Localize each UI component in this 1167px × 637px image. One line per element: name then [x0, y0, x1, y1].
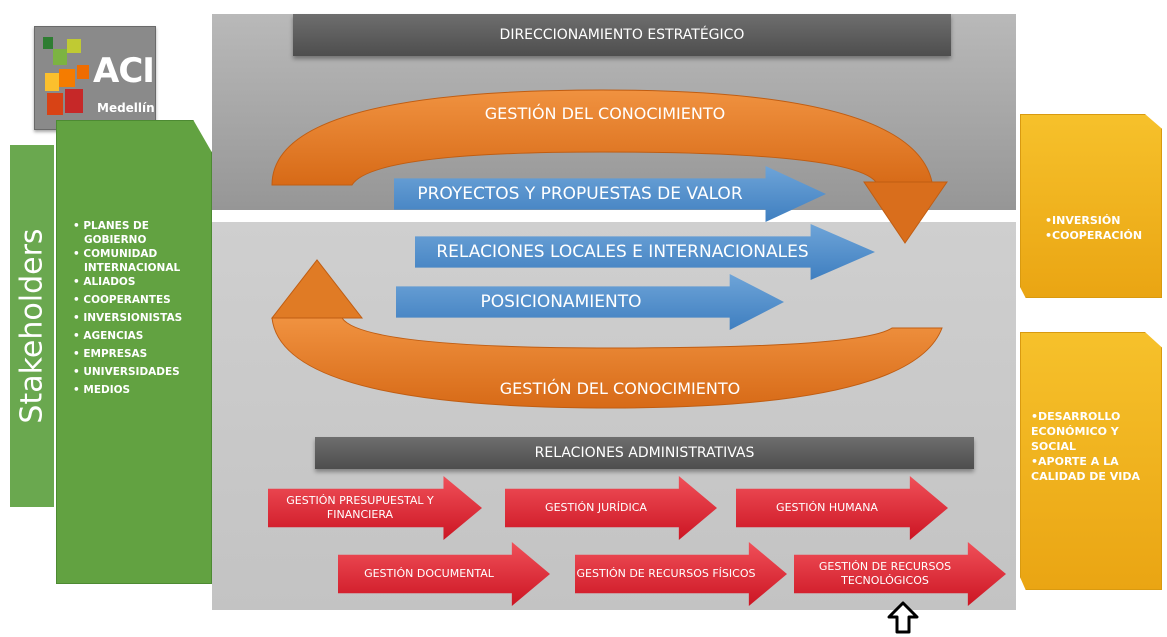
- development-item: ECONÓMICO Y: [1031, 425, 1119, 438]
- stakeholder-item: • ALIADOS: [73, 276, 136, 288]
- relaciones-administrativas-bar: RELACIONES ADMINISTRATIVAS: [315, 437, 974, 469]
- stakeholder-item: • AGENCIAS: [73, 330, 144, 342]
- development-item: •DESARROLLO: [1031, 410, 1121, 423]
- gestion-conocimiento-bottom: GESTIÓN DEL CONOCIMIENTO: [499, 379, 741, 398]
- stakeholder-item: • INVERSIONISTAS: [73, 312, 183, 324]
- stakeholder-item: • UNIVERSIDADES: [73, 366, 180, 378]
- knowledge-cycle: [270, 89, 948, 409]
- top-arc: [271, 89, 933, 186]
- stakeholders-bar: Stakeholders: [10, 145, 54, 507]
- top-arc-arrowhead: [863, 181, 948, 244]
- bottom-arc: [271, 317, 943, 409]
- direccionamiento-estrategico-bar: DIRECCIONAMIENTO ESTRATÉGICO: [293, 14, 951, 56]
- investment-item: •INVERSIÓN: [1045, 214, 1121, 227]
- logo-text: ACI: [93, 51, 155, 91]
- development-item: SOCIAL: [1031, 440, 1076, 453]
- development-item: •APORTE A LA: [1031, 455, 1119, 468]
- stakeholder-item: • PLANES DE GOBIERNO: [73, 220, 149, 246]
- investment-list: •INVERSIÓN •COOPERACIÓN: [1045, 213, 1142, 243]
- stakeholder-item: • COMUNIDAD INTERNACIONAL: [73, 248, 181, 274]
- up-arrow-icon: [887, 601, 919, 634]
- logo-mark-icon: [43, 37, 89, 115]
- stakeholders-panel: • PLANES DE GOBIERNO • COMUNIDAD INTERNA…: [56, 120, 212, 584]
- development-item: CALIDAD DE VIDA: [1031, 470, 1141, 483]
- gestion-conocimiento-top: GESTIÓN DEL CONOCIMIENTO: [484, 104, 726, 123]
- investment-panel: •INVERSIÓN •COOPERACIÓN: [1020, 114, 1162, 298]
- stakeholder-item: • EMPRESAS: [73, 348, 148, 360]
- aci-logo: ACI Medellín: [34, 26, 156, 130]
- bottom-arc-arrowhead: [270, 259, 364, 319]
- stakeholders-list: • PLANES DE GOBIERNO • COMUNIDAD INTERNA…: [73, 219, 182, 401]
- stakeholders-title: Stakeholders: [14, 228, 50, 424]
- stakeholder-item: • COOPERANTES: [73, 294, 171, 306]
- development-panel: •DESARROLLO ECONÓMICO Y SOCIAL •APORTE A…: [1020, 332, 1162, 590]
- investment-item: •COOPERACIÓN: [1045, 229, 1143, 242]
- stakeholder-item: • MEDIOS: [73, 384, 131, 396]
- logo-city: Medellín: [97, 101, 155, 115]
- development-list: •DESARROLLO ECONÓMICO Y SOCIAL •APORTE A…: [1031, 409, 1140, 484]
